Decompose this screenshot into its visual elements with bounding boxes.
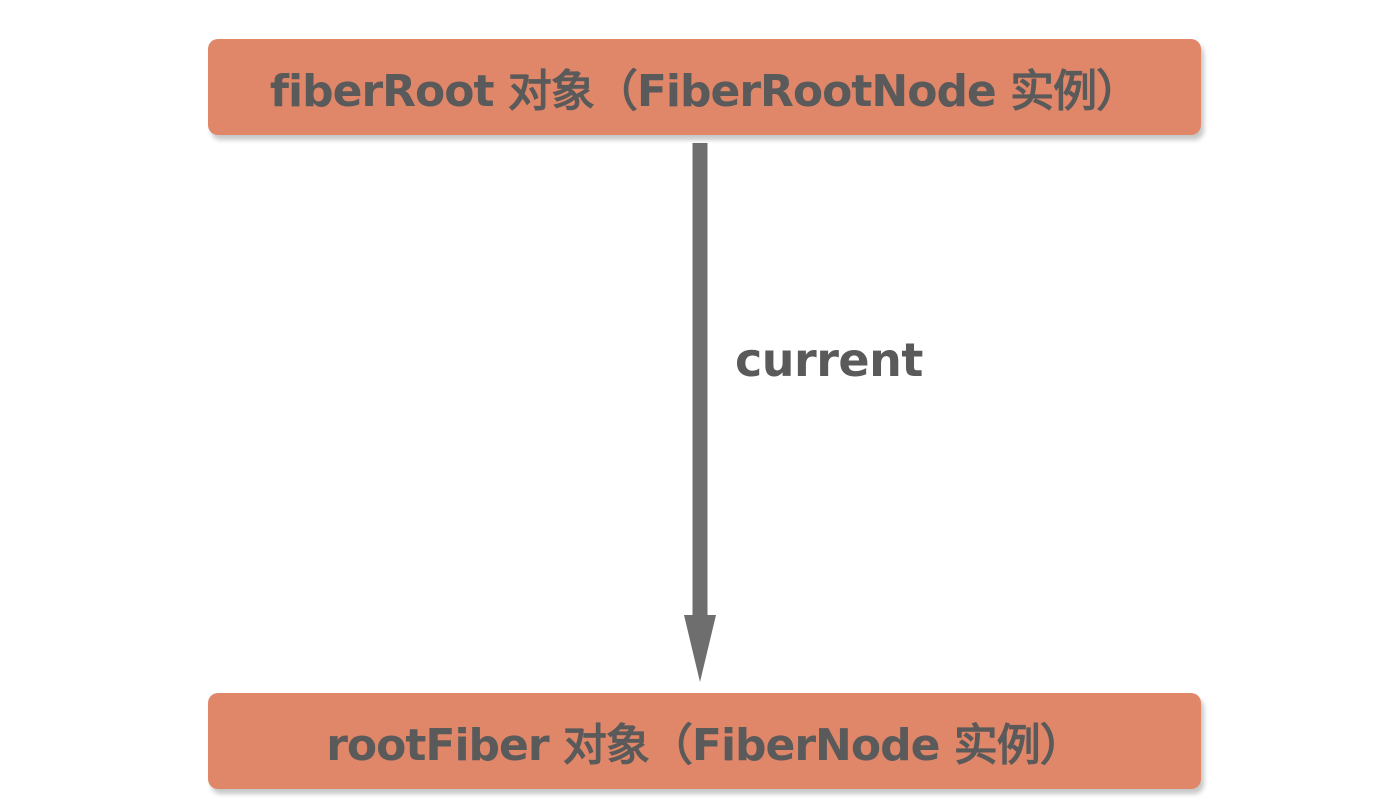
current-edge-label: current [735, 333, 923, 387]
arrow-head [684, 615, 716, 682]
root-fiber-node-label: rootFiber 对象（FiberNode 实例） [326, 720, 1084, 771]
fiber-root-node: fiberRoot 对象（FiberRootNode 实例） [208, 39, 1201, 135]
fiber-root-node-label: fiberRoot 对象（FiberRootNode 实例） [269, 66, 1140, 117]
root-fiber-node: rootFiber 对象（FiberNode 实例） [208, 693, 1201, 789]
